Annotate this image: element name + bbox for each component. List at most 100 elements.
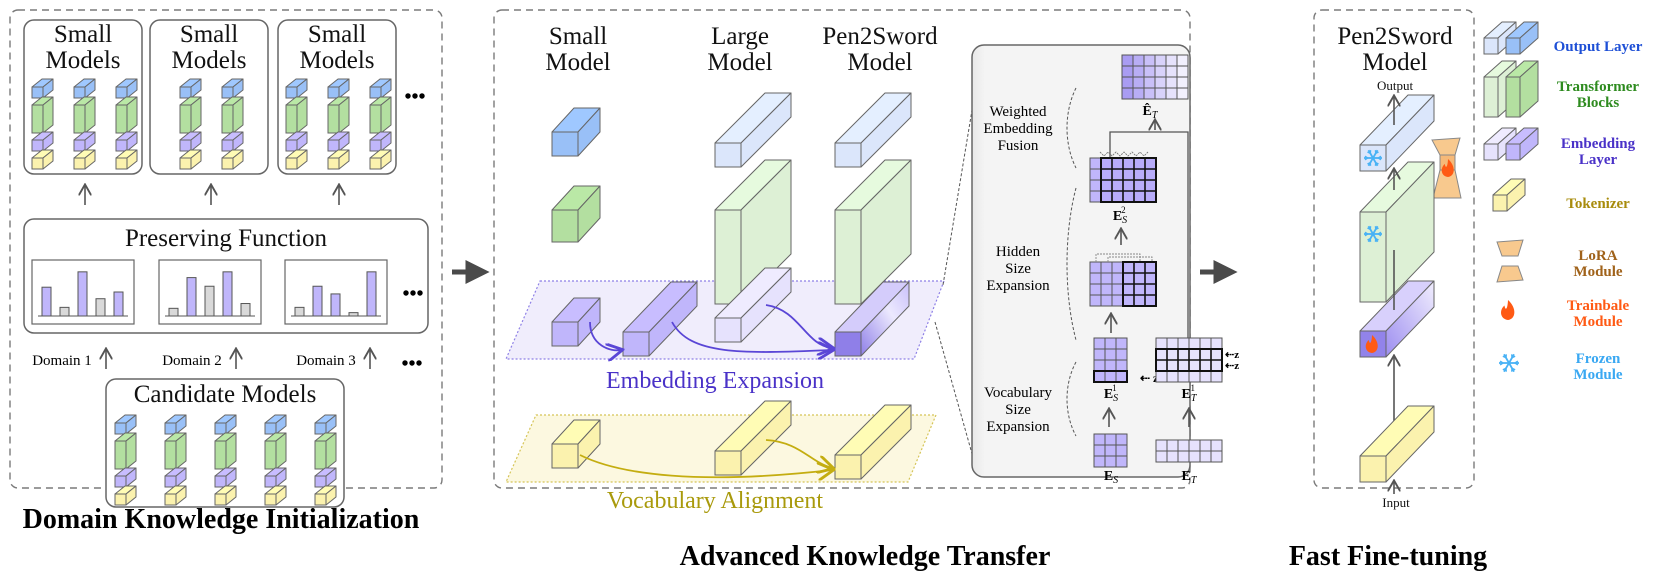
- candidate-model-stack: [314, 414, 337, 506]
- matrix-subscript: S: [1113, 475, 1118, 486]
- cuboid-front: [285, 157, 298, 170]
- cuboid-front: [214, 440, 227, 470]
- matrix-cell: [1093, 348, 1106, 361]
- matrix-cell: [1165, 65, 1178, 78]
- label-vocabulary-alignment: Vocabulary Alignment: [607, 488, 824, 514]
- matrix-cell: [1188, 370, 1201, 383]
- embedding-block: [164, 467, 187, 488]
- chart-bar: [186, 277, 197, 317]
- matrix-cell: [1166, 370, 1179, 383]
- matrix-cell: [1115, 337, 1128, 350]
- cuboid-front: [551, 321, 579, 347]
- matrix-cell: [1115, 348, 1128, 361]
- tokenizer-block: [164, 485, 187, 506]
- ellipsis-icon: •••: [401, 353, 422, 375]
- cuboid-front: [314, 493, 327, 506]
- p2s-tokenizer: [1359, 405, 1435, 483]
- tokenizer-block: [327, 149, 350, 170]
- matrix-cell: [1177, 348, 1190, 361]
- matrix-cell: [1122, 168, 1135, 181]
- arrow-vocab-large: [765, 439, 832, 468]
- matrix-cell: [1176, 54, 1189, 67]
- matrix-cell: [1111, 261, 1124, 274]
- embedding-block: [114, 467, 137, 488]
- small-model-stack: [221, 78, 244, 170]
- matrix-cell: [1176, 76, 1189, 89]
- cuboid-front: [327, 139, 340, 152]
- matrix-superscript: 1: [1112, 383, 1117, 393]
- pen2sword-embedding: [834, 281, 910, 357]
- matrix-cell: [1093, 444, 1106, 457]
- snowflake-branch: [1378, 155, 1382, 159]
- snowflake-branch: [1499, 362, 1504, 366]
- matrix-cell: [1133, 294, 1146, 307]
- cuboid-front: [369, 139, 382, 152]
- matrix-hidden-expansion: [1089, 261, 1157, 307]
- matrix-cell: [1143, 65, 1156, 78]
- transformer-block: [179, 96, 202, 134]
- flame-icon: [1501, 300, 1515, 320]
- snowflake-icon: [1364, 149, 1382, 167]
- matrix-cell: [1089, 190, 1102, 203]
- embedding-block: [314, 467, 337, 488]
- legend-label: Layer: [1579, 152, 1618, 168]
- cuboid-front: [264, 422, 277, 435]
- cuboid-front: [214, 422, 227, 435]
- label-z: ⇠ z: [1140, 371, 1159, 385]
- small-models-title-l2: Models: [46, 47, 121, 74]
- matrix-cell: [1093, 370, 1106, 383]
- cuboid-front: [179, 86, 192, 99]
- matrix-cell: [1210, 348, 1223, 361]
- cuboid-front: [1483, 143, 1499, 161]
- matrix-cell: [1144, 294, 1157, 307]
- matrix-cell: [1155, 439, 1168, 452]
- matrix-cell: [1104, 444, 1117, 457]
- matrix-cell: [1155, 359, 1168, 372]
- caption-advanced-knowledge-transfer: Advanced Knowledge Transfer: [680, 541, 1051, 572]
- matrix-cell: [1188, 439, 1201, 452]
- matrix-cell: [1154, 65, 1167, 78]
- legend-label: Embedding: [1561, 136, 1636, 152]
- small-model-stack: [115, 78, 138, 170]
- transformer-block: [73, 96, 96, 134]
- matrix-cell: [1155, 348, 1168, 361]
- preserving-function-chart: [284, 259, 388, 325]
- snowflake-arm: [1367, 149, 1374, 159]
- cuboid-front: [114, 475, 127, 488]
- caption-domain-knowledge-initialization: Domain Knowledge Initialization: [23, 504, 420, 535]
- candidate-models-title: Candidate Models: [134, 381, 317, 408]
- snowflake-arm: [1367, 225, 1374, 235]
- cuboid-front: [1505, 37, 1521, 55]
- output-layer-block: [221, 78, 244, 99]
- cuboid-front: [1483, 76, 1499, 118]
- cuboid-front: [114, 493, 127, 506]
- matrix-cell: [1122, 283, 1135, 296]
- pen2sword-output-layer: [834, 92, 912, 168]
- matrix-subscript: T: [1152, 110, 1159, 121]
- legend-label: Frozen: [1576, 351, 1621, 367]
- cuboid-front: [314, 440, 327, 470]
- label-z: ⇠z: [1225, 349, 1239, 361]
- snowflake-branch: [1375, 162, 1379, 165]
- label-hidden-size-expansion: Expansion: [986, 278, 1050, 294]
- matrix-cell: [1199, 348, 1212, 361]
- matrix-e-s-2: [1089, 157, 1157, 203]
- matrix-cell: [1104, 433, 1117, 446]
- matrix-cell: [1122, 294, 1135, 307]
- snowflake-arm: [1508, 362, 1515, 373]
- matrix-cell: [1122, 261, 1135, 274]
- matrix-cell: [1089, 168, 1102, 181]
- matrix-cell: [1093, 337, 1106, 350]
- col-title-large-model-l2: Model: [707, 49, 772, 76]
- pen2sword-transformer: [834, 159, 912, 305]
- detail-panel-frame: [971, 44, 1191, 478]
- matrix-cell: [1210, 370, 1223, 383]
- matrix-cell: [1166, 439, 1179, 452]
- embedding-block: [285, 131, 308, 152]
- preserving-function-chart: [31, 259, 135, 325]
- cuboid-front: [31, 157, 44, 170]
- chart-bar: [95, 298, 106, 317]
- embedding-block: [31, 131, 54, 152]
